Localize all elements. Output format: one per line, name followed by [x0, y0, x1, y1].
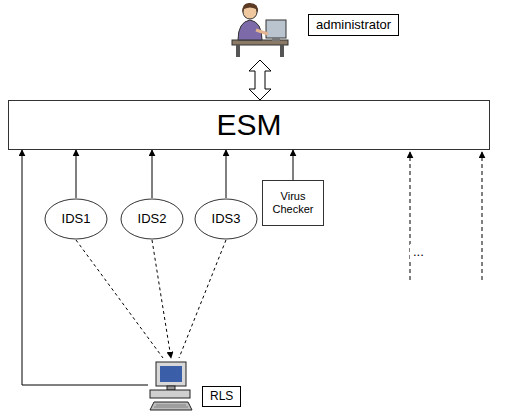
node-label: IDS1: [62, 212, 91, 227]
esm-bar: ESM: [8, 100, 490, 150]
arrow-connector: [76, 150, 77, 198]
arrow-connector: [293, 150, 294, 180]
person-at-desk-icon: [228, 0, 292, 58]
node-label: IDS3: [212, 212, 241, 227]
node-label: RLS: [210, 389, 233, 403]
dashed-connector: [152, 240, 171, 358]
node-label: IDS2: [138, 212, 167, 227]
node-label: ESM: [216, 108, 281, 143]
double-arrow: [249, 60, 271, 100]
label-box: RLS: [202, 386, 241, 407]
ids-circle: IDS2: [120, 198, 184, 240]
process-box: Virus Checker: [262, 180, 324, 226]
ids-circle: IDS1: [44, 198, 108, 240]
dashed-arrow: [482, 152, 483, 280]
arrow-connector: [22, 150, 148, 385]
ids-circle: IDS3: [194, 198, 258, 240]
rls-node: RLS: [148, 358, 248, 416]
label-box: administrator: [308, 14, 399, 36]
dashed-arrow: [410, 152, 411, 280]
computer-icon: [148, 358, 194, 412]
arrow-connector: [152, 150, 153, 198]
dashed-connector: [179, 240, 226, 358]
ellipsis-label: ...: [410, 244, 427, 259]
node-label: Virus Checker: [263, 190, 323, 215]
dashed-connector: [76, 240, 163, 358]
arrow-connector: [226, 150, 227, 198]
node-label: administrator: [316, 17, 391, 32]
administrator-node: administrator: [228, 0, 408, 58]
